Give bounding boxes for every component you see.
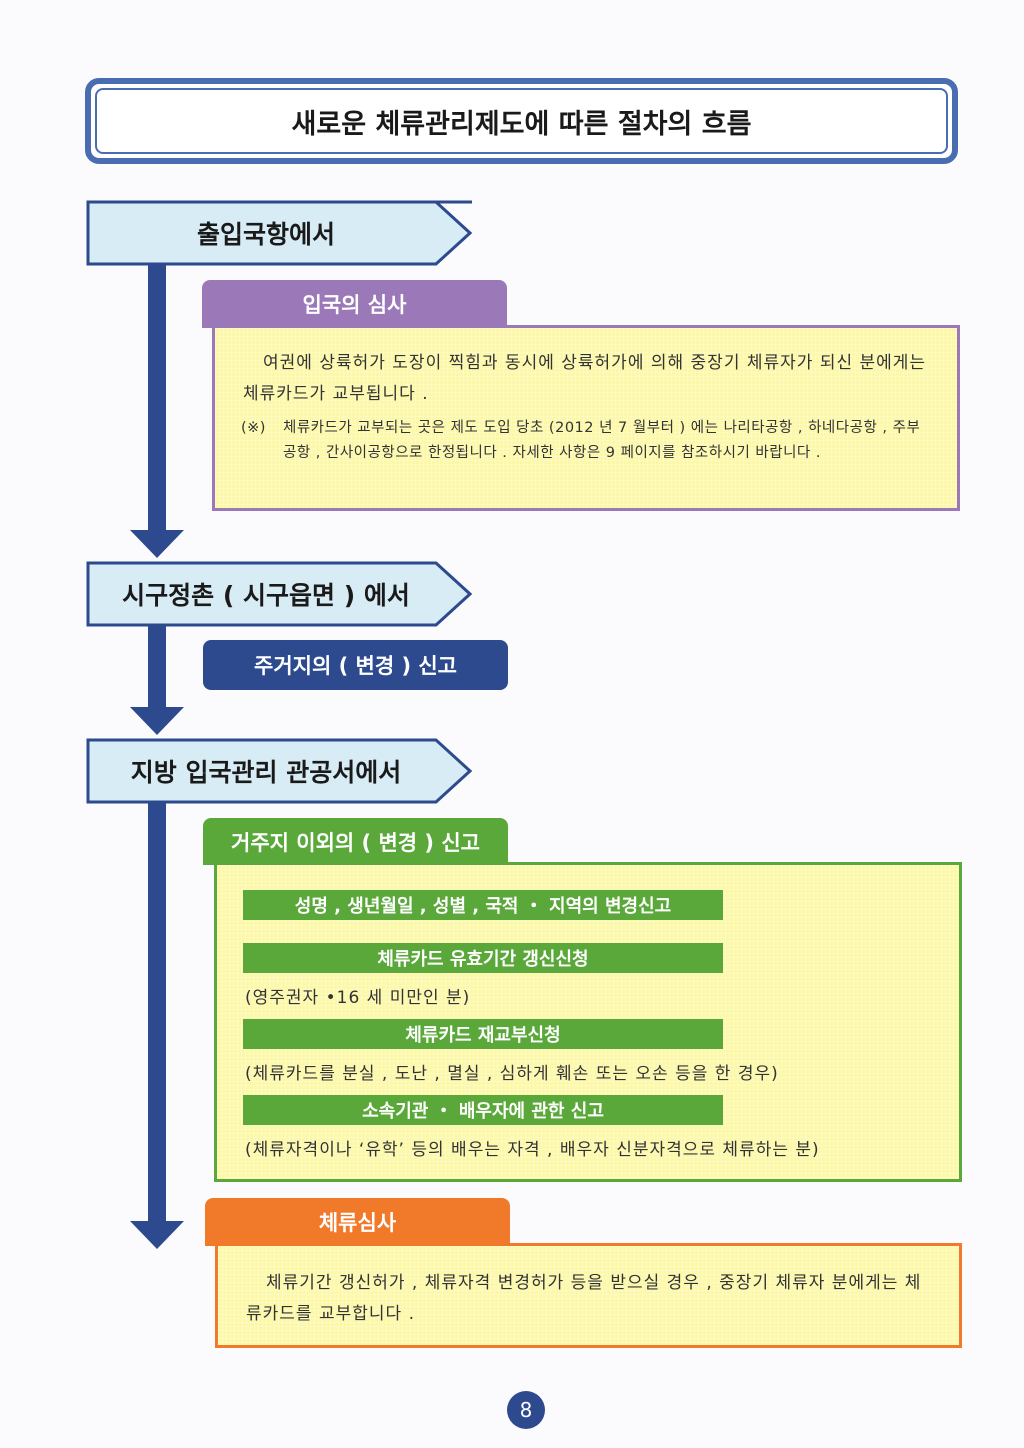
step-header-label: 시구정촌 ( 시구읍면 ) 에서 — [122, 581, 410, 610]
note-mark: (※) — [241, 420, 266, 436]
item-card-renewal-desc: (영주권자 •16 세 미만인 분) — [245, 988, 471, 1008]
item-affiliation-spouse: 소속기관 ・ 배우자에 관한 신고 — [243, 1095, 723, 1125]
entry-inspection-box: 여권에 상륙허가 도장이 찍힘과 동시에 상륙허가에 의해 중장기 체류자가 되… — [212, 325, 960, 511]
arrow-down-icon — [130, 707, 184, 735]
item-affiliation-spouse-desc: (체류자격이나 ‘유학’ 등의 배우는 자격 , 배우자 신분자격으로 체류하는… — [245, 1140, 820, 1160]
flow-arrow-line — [148, 265, 166, 531]
residence-inspection-box: 체류기간 갱신허가 , 체류자격 변경허가 등을 받으실 경우 , 중장기 체류… — [215, 1243, 962, 1348]
residence-inspection-text: 체류기간 갱신허가 , 체류자격 변경허가 등을 받으실 경우 , 중장기 체류… — [246, 1273, 922, 1324]
arrow-banner-icon — [86, 200, 472, 266]
arrow-banner-icon — [86, 561, 472, 627]
step-header-label: 지방 입국관리 관공서에서 — [130, 758, 402, 787]
entry-body-text: 여권에 상륙허가 도장이 찍힘과 동시에 상륙허가에 의해 중장기 체류자가 되… — [243, 353, 927, 404]
step-header-immigration-office: 지방 입국관리 관공서에서 — [86, 738, 472, 804]
tab-entry-inspection: 입국의 심사 — [202, 280, 507, 328]
item-card-reissue-desc: (체류카드를 분실 , 도난 , 멸실 , 심하게 훼손 또는 오손 등을 한 … — [245, 1064, 779, 1084]
page-number: 8 — [507, 1391, 545, 1429]
arrow-banner-icon — [86, 738, 472, 804]
page-title: 새로운 체류관리제도에 따른 절차의 흐름 — [95, 88, 948, 154]
item-name-change: 성명 , 생년월일 , 성별 , 국적 ・ 지역의 변경신고 — [243, 890, 723, 920]
step-header-municipality: 시구정촌 ( 시구읍면 ) 에서 — [86, 561, 472, 627]
step-header-label: 출입국항에서 — [196, 220, 335, 249]
flow-arrow-line — [148, 626, 166, 708]
entry-note-text: 체류카드가 교부되는 곳은 제도 도입 당초 (2012 년 7 월부터 ) 에… — [283, 420, 921, 461]
tab-residence-inspection: 체류심사 — [205, 1198, 510, 1246]
tab-residence-report: 주거지의 ( 변경 ) 신고 — [203, 640, 508, 690]
title-box: 새로운 체류관리제도에 따른 절차의 흐름 — [85, 78, 958, 164]
item-card-renewal: 체류카드 유효기간 갱신신청 — [243, 943, 723, 973]
arrow-down-icon — [130, 1221, 184, 1249]
flow-arrow-line — [148, 803, 166, 1223]
tab-other-report: 거주지 이외의 ( 변경 ) 신고 — [203, 818, 508, 865]
step-header-airport: 출입국항에서 — [86, 200, 472, 266]
other-report-box: 성명 , 생년월일 , 성별 , 국적 ・ 지역의 변경신고 체류카드 유효기간… — [214, 862, 962, 1182]
item-card-reissue: 체류카드 재교부신청 — [243, 1019, 723, 1049]
arrow-down-icon — [130, 530, 184, 558]
